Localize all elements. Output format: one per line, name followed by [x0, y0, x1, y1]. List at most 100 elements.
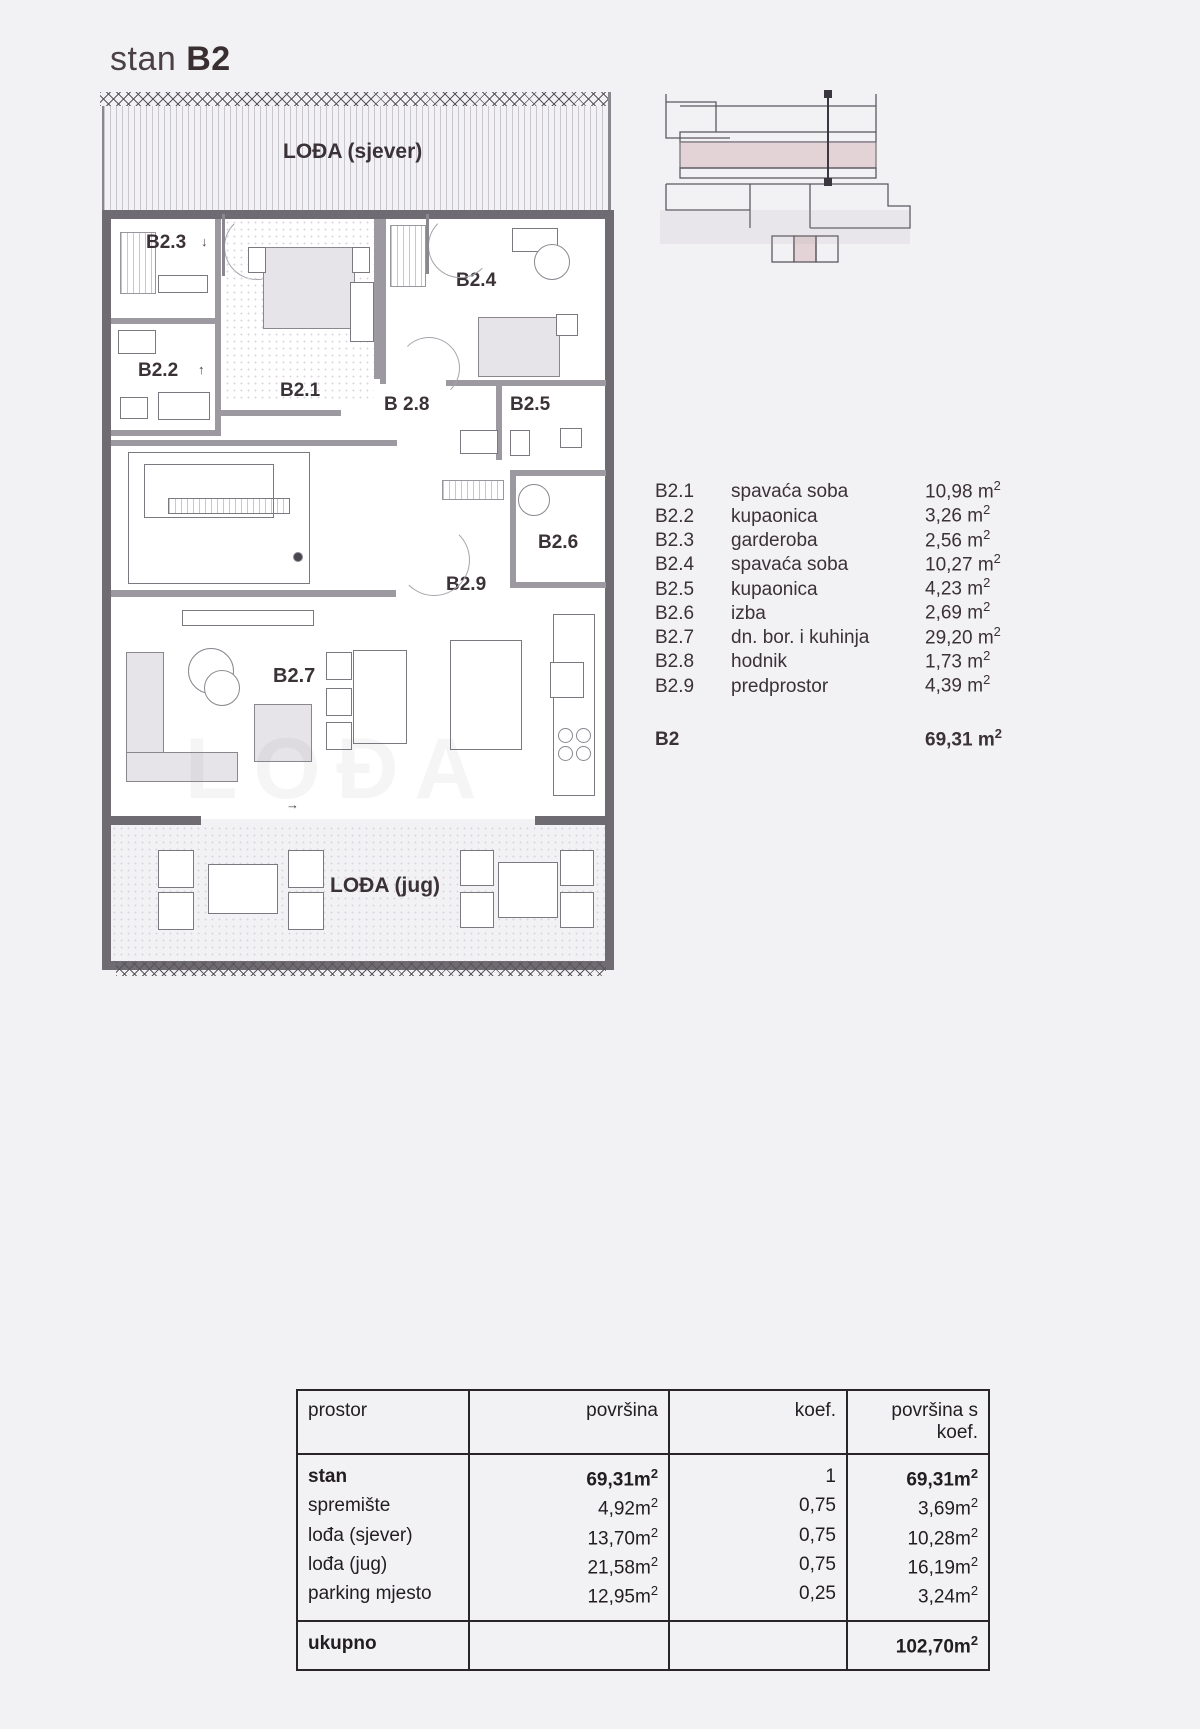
table-body: stan 69,31m2 1 69,31m2 spremište 4,92m2 …	[298, 1455, 988, 1622]
b22-sink	[118, 330, 156, 354]
b26-washer	[518, 484, 550, 516]
wall-b21-right	[374, 219, 380, 379]
room-label-b25: B2.5	[510, 394, 551, 415]
legend-row: B2.9 predprostor 4,39 m2	[655, 672, 1045, 696]
cell-coef: 0,75	[670, 1551, 848, 1582]
b25-wc	[510, 430, 530, 456]
b27-hob-burner-4	[576, 746, 591, 761]
loggia-south-chair-5	[460, 850, 494, 886]
header-povrsina-koef: površina s koef.	[891, 1400, 978, 1443]
wall-b23-bottom	[111, 318, 221, 324]
legend-code: B2.5	[655, 578, 695, 600]
loggia-north-right-wall	[608, 92, 611, 217]
room-label-b28: B 2.8	[384, 394, 430, 415]
legend-code: B2.7	[655, 627, 695, 649]
cell-space: lođa (sjever)	[298, 1522, 470, 1552]
b27-dining-chair-2	[326, 688, 352, 716]
wall-b24-left	[380, 219, 386, 384]
legend-code: B2.1	[655, 481, 695, 503]
total-label: ukupno	[298, 1621, 470, 1669]
wall-living-south	[111, 816, 201, 825]
legend-row: B2.1 spavaća soba 10,98 m2	[655, 478, 1045, 502]
exterior-wall-left	[102, 210, 111, 970]
wall-b29-bottom	[111, 590, 396, 597]
legend-area: 1,73 m2	[925, 648, 991, 673]
door-leaf-b23	[222, 214, 225, 276]
legend-code: B2.6	[655, 602, 695, 624]
arrow-b23-icon: ↓	[201, 234, 208, 249]
legend-name: spavaća soba	[731, 481, 849, 503]
legend-code: B2.8	[655, 651, 695, 673]
b27-dining-chair-3	[326, 722, 352, 750]
legend-name: izba	[731, 602, 766, 624]
cell-area: 12,95m2	[470, 1581, 670, 1620]
legend-row: B2.8 hodnik 1,73 m2	[655, 648, 1045, 672]
b27-kitchen-counter	[553, 614, 595, 796]
wall-b23-right	[215, 219, 221, 324]
legend-row: B2.4 spavaća soba 10,27 m2	[655, 551, 1045, 575]
legend-code: B2.4	[655, 554, 695, 576]
loggia-south-table	[208, 864, 278, 914]
b27-island	[450, 640, 522, 750]
loggia-south-chair-3	[288, 850, 324, 888]
room-label-b21: B2.1	[280, 380, 321, 401]
cell-area-coef: 10,28m2	[907, 1524, 978, 1549]
door-arc-b28	[398, 337, 460, 399]
legend-area: 4,23 m2	[925, 575, 991, 600]
loggia-north-floor	[104, 106, 608, 212]
header-prostor: prostor	[298, 1391, 470, 1453]
wall-stair-top	[111, 440, 397, 446]
door-leaf-b24	[426, 214, 429, 274]
legend-area: 4,39 m2	[925, 672, 991, 697]
table-header-row: prostor površina koef. površina s koef.	[298, 1391, 988, 1455]
cell-space: spremište	[298, 1493, 470, 1523]
table-row: parking mjesto 12,95m2 0,25 3,24m2	[298, 1581, 988, 1620]
b21-nightstand-left	[248, 247, 266, 273]
loggia-north-railing	[100, 92, 608, 106]
b27-hob-burner-2	[576, 728, 591, 743]
door-arc-b29	[398, 524, 470, 596]
cell-space: parking mjesto	[298, 1581, 470, 1620]
loggia-south-chair-6	[460, 892, 494, 928]
b26-shelving	[442, 480, 504, 500]
legend-row: B2.6 izba 2,69 m2	[655, 599, 1045, 623]
table-row: lođa (sjever) 13,70m2 0,75 10,28m2	[298, 1522, 988, 1552]
b27-coffee-table-2	[204, 670, 240, 706]
wall-b22-right	[215, 324, 221, 436]
b22-tub	[158, 392, 210, 420]
b21-wardrobe	[350, 282, 374, 342]
arrow-b22-icon: ↑	[198, 362, 205, 377]
cell-area-coef: 3,24m2	[918, 1583, 978, 1608]
b27-hob-burner-3	[558, 746, 573, 761]
table-row: stan 69,31m2 1 69,31m2	[298, 1455, 988, 1494]
cell-space: stan	[298, 1455, 470, 1494]
total-area-coef: 102,70m2	[895, 1632, 978, 1657]
header-koef: koef.	[670, 1391, 848, 1453]
b27-sofa-arm	[126, 752, 238, 782]
b27-dining-chair-1	[326, 652, 352, 680]
b22-wc	[120, 397, 148, 419]
table-total-row: ukupno 102,70m2	[298, 1621, 988, 1669]
cell-area-coef: 3,69m2	[918, 1495, 978, 1520]
cell-coef: 0,75	[670, 1522, 848, 1552]
room-label-b23: B2.3	[146, 232, 187, 253]
b21-bed	[263, 247, 355, 329]
legend-row: B2.3 garderoba 2,56 m2	[655, 527, 1045, 551]
b21-nightstand-right	[352, 247, 370, 273]
table-row: spremište 4,92m2 0,75 3,69m2	[298, 1493, 988, 1523]
exterior-wall-top	[102, 210, 614, 219]
b23-shelf	[158, 275, 208, 293]
legend-total-row: B2 69,31 m2	[655, 726, 1045, 751]
legend-name: predprostor	[731, 675, 829, 697]
legend-area: 3,26 m2	[925, 502, 991, 527]
b25-sink	[460, 430, 498, 454]
room-legend: B2.1 spavaća soba 10,98 m2 B2.2 kupaonic…	[655, 478, 1045, 751]
loggia-south-railing	[116, 962, 606, 976]
room-label-b27: B2.7	[273, 665, 316, 687]
b27-hob-burner-1	[558, 728, 573, 743]
cell-coef: 1	[670, 1455, 848, 1494]
section-svg	[660, 90, 911, 263]
legend-row: B2.2 kupaonica 3,26 m2	[655, 502, 1045, 526]
cell-coef: 0,25	[670, 1581, 848, 1620]
stair-newel	[293, 552, 303, 562]
